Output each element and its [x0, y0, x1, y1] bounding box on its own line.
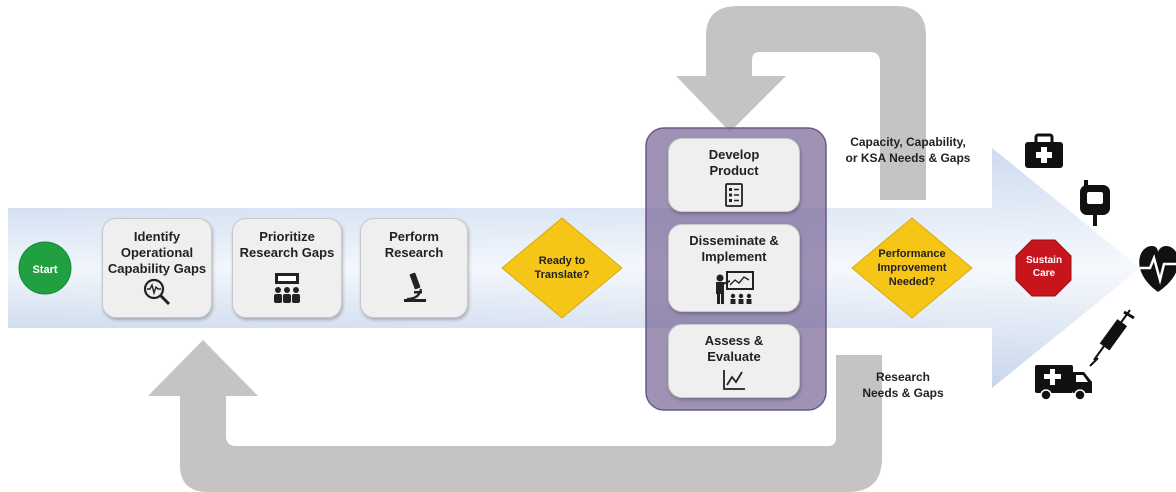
- microscope-icon: [404, 272, 426, 302]
- start-node-shape: [18, 241, 72, 295]
- magnifier-pulse-icon: [143, 278, 171, 306]
- decision-performance: Performance Improvement Needed?: [877, 248, 947, 288]
- ambulance-icon: [1035, 365, 1092, 401]
- decision-performance-shape: [851, 217, 973, 319]
- iv-bag-icon: [1080, 180, 1110, 226]
- step-identify-gaps-label: Identify Operational Capability Gaps: [107, 229, 207, 276]
- decision-ready: Ready to Translate?: [534, 255, 590, 281]
- step-perform-research: Perform Research: [360, 218, 468, 318]
- start-node: Start: [19, 260, 71, 278]
- lower-loop-arrow: [148, 340, 882, 492]
- teacher-board-icon: [716, 271, 754, 304]
- medical-kit-icon: [1025, 133, 1063, 168]
- step-disseminate-implement-label: Disseminate & Implement: [689, 233, 779, 264]
- step-assess-evaluate: Assess & Evaluate: [668, 324, 800, 398]
- syringe-icon: [1089, 309, 1135, 367]
- step-develop-product-label: Develop Product: [708, 147, 760, 178]
- checklist-icon: [725, 183, 743, 207]
- step-assess-evaluate-label: Assess & Evaluate: [704, 333, 764, 364]
- start-label: Start: [32, 264, 58, 276]
- heartbeat-icon: [1139, 246, 1176, 292]
- line-chart-icon: [723, 370, 745, 390]
- step-prioritize-gaps: Prioritize Research Gaps: [232, 218, 342, 318]
- step-identify-gaps: Identify Operational Capability Gaps: [102, 218, 212, 318]
- step-disseminate-implement: Disseminate & Implement: [668, 224, 800, 312]
- upper-loop-arrow: [676, 6, 926, 200]
- lower-loop-note: Research Needs & Gaps: [862, 370, 944, 400]
- step-develop-product: Develop Product: [668, 138, 800, 212]
- presenter-group-icon: [274, 273, 300, 303]
- decision-ready-shape: [501, 217, 623, 319]
- stop-sustain-care: Sustain Care: [1025, 255, 1063, 279]
- stop-sign-shape: [1015, 239, 1072, 297]
- step-perform-research-label: Perform Research: [384, 229, 444, 260]
- upper-loop-note: Capacity, Capability, or KSA Needs & Gap…: [845, 135, 971, 165]
- step-prioritize-gaps-label: Prioritize Research Gaps: [239, 229, 335, 260]
